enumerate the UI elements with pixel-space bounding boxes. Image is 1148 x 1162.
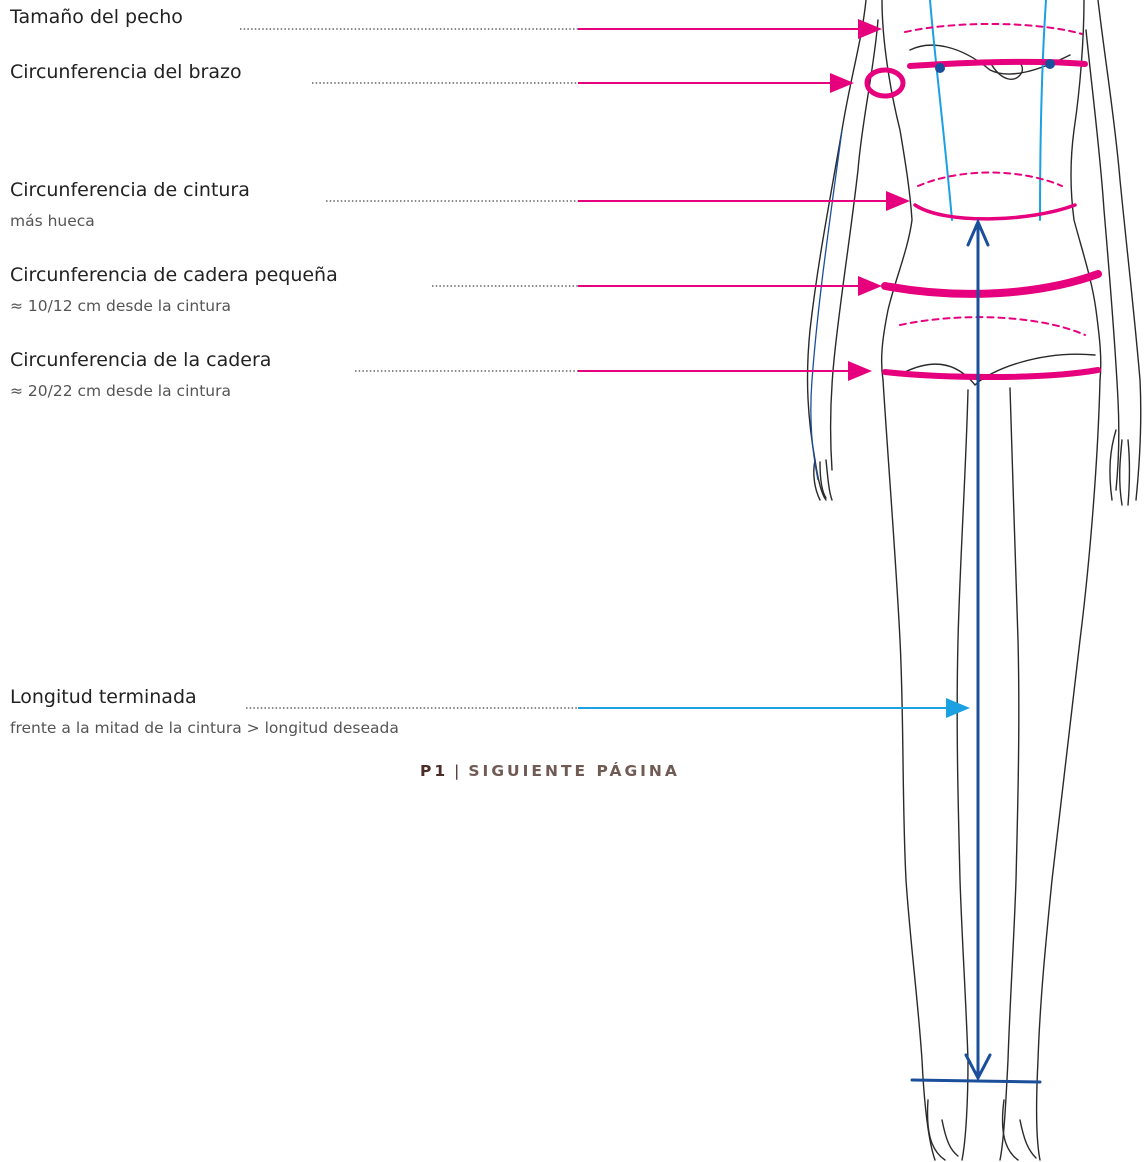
hip-band-top <box>900 317 1085 335</box>
next-page-link[interactable]: SIGUIENTE PÁGINA <box>468 762 680 780</box>
page-navigation: P1 | SIGUIENTE PÁGINA <box>420 762 680 780</box>
arm-band <box>867 70 903 96</box>
label-finished-length: Longitud terminada <box>10 686 197 708</box>
leader-lines <box>240 29 966 708</box>
left-arm-sketch-line <box>811 130 842 480</box>
sublabel-small-hip-circumference: ≈ 10/12 cm desde la cintura <box>10 297 231 315</box>
page-number: P1 <box>420 762 448 780</box>
sublabel-waist-circumference: más hueca <box>10 212 95 230</box>
waist-band <box>915 205 1075 219</box>
label-bust-size: Tamaño del pecho <box>10 6 183 28</box>
length-measure <box>912 222 1040 1082</box>
label-small-hip-circumference: Circunferencia de cadera pequeña <box>10 264 338 286</box>
sublabel-hip-circumference: ≈ 20/22 cm desde la cintura <box>10 382 231 400</box>
label-arm-circumference: Circunferencia del brazo <box>10 61 242 83</box>
label-hip-circumference: Circunferencia de la cadera <box>10 349 271 371</box>
construction-lines <box>930 0 1046 220</box>
label-waist-circumference: Circunferencia de cintura <box>10 179 250 201</box>
sublabel-finished-length: frente a la mitad de la cintura > longit… <box>10 719 399 737</box>
small-hip-band <box>885 274 1098 294</box>
pager-separator: | <box>454 762 462 780</box>
